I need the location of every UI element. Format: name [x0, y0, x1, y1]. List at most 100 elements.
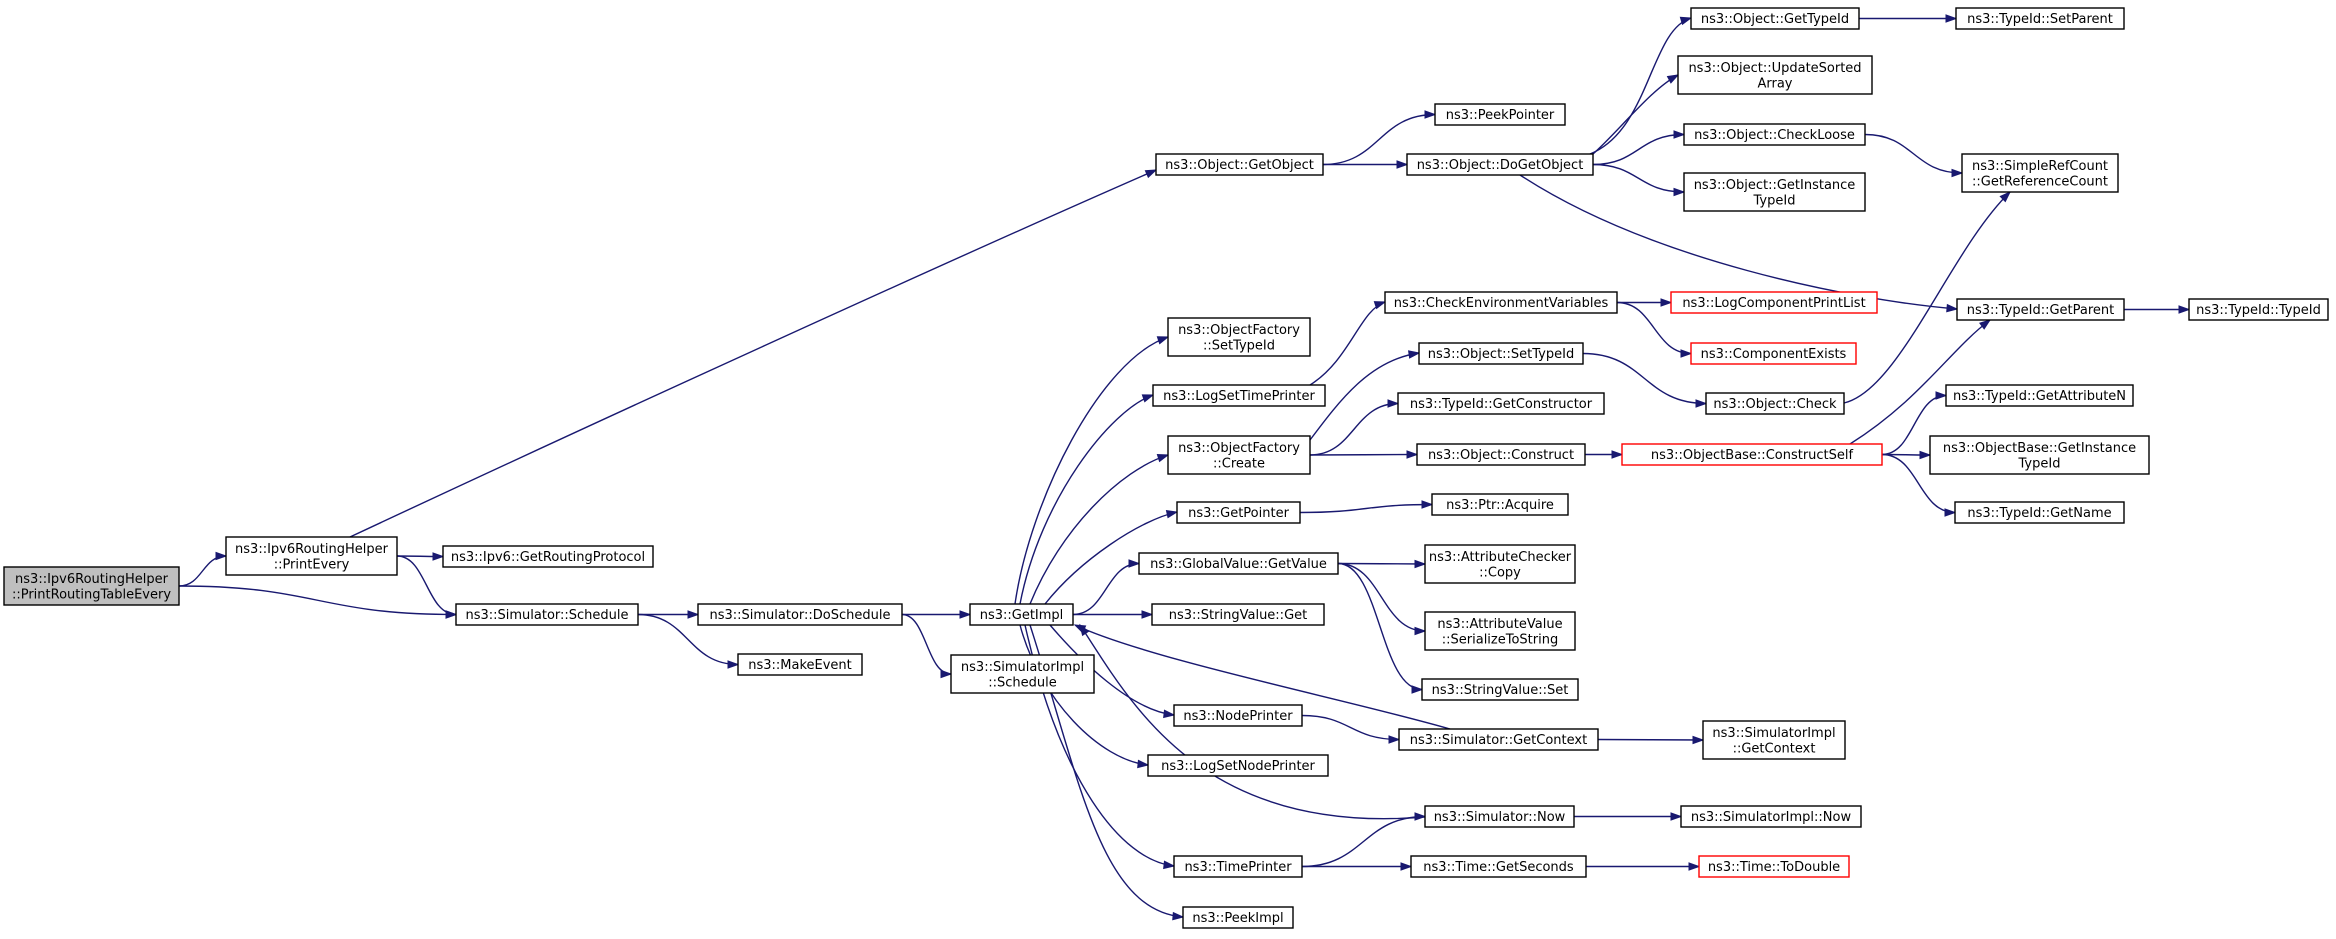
node-box[interactable]	[1424, 611, 1576, 651]
node-do-get-object[interactable]: ns3::Object::DoGetObject	[1406, 153, 1594, 176]
node-box[interactable]	[1155, 153, 1324, 176]
node-log-set-time-printer[interactable]: ns3::LogSetTimePrinter	[1152, 384, 1326, 407]
node-sim-now[interactable]: ns3::Simulator::Now	[1424, 805, 1575, 828]
node-obj-get-type-id[interactable]: ns3::Object::GetTypeId	[1690, 7, 1860, 30]
node-box[interactable]	[1961, 153, 2119, 193]
node-box[interactable]	[1945, 384, 2134, 407]
node-sim-impl-now[interactable]: ns3::SimulatorImpl::Now	[1680, 805, 1862, 828]
node-box[interactable]	[1424, 544, 1576, 584]
node-box[interactable]	[1929, 435, 2150, 475]
node-box[interactable]	[1683, 123, 1866, 146]
node-log-comp-print-list[interactable]: ns3::LogComponentPrintList	[1670, 291, 1878, 314]
node-type-id-set-parent[interactable]: ns3::TypeId::SetParent	[1955, 7, 2125, 30]
node-sim-get-context[interactable]: ns3::Simulator::GetContext	[1398, 728, 1599, 751]
node-peek-pointer[interactable]: ns3::PeekPointer	[1434, 103, 1566, 126]
node-type-id-get-constructor[interactable]: ns3::TypeId::GetConstructor	[1397, 392, 1605, 415]
node-box[interactable]	[1151, 603, 1325, 626]
node-box[interactable]	[3, 566, 180, 606]
node-box[interactable]	[1410, 855, 1587, 878]
node-box[interactable]	[697, 603, 903, 626]
node-type-id-type-id[interactable]: ns3::TypeId::TypeId	[2188, 298, 2329, 321]
node-box[interactable]	[1956, 298, 2125, 321]
node-check-env[interactable]: ns3::CheckEnvironmentVariables	[1384, 291, 1618, 314]
node-box[interactable]	[1705, 392, 1845, 415]
node-box[interactable]	[2188, 298, 2329, 321]
node-box[interactable]	[1182, 906, 1294, 929]
node-get-routing-protocol[interactable]: ns3::Ipv6::GetRoutingProtocol	[442, 545, 654, 568]
node-box[interactable]	[1384, 291, 1618, 314]
node-box[interactable]	[1702, 720, 1846, 760]
node-box[interactable]	[1421, 678, 1579, 701]
node-box[interactable]	[1698, 855, 1850, 878]
node-box[interactable]	[1621, 443, 1883, 466]
node-get-pointer[interactable]: ns3::GetPointer	[1176, 501, 1301, 524]
node-string-value-get[interactable]: ns3::StringValue::Get	[1151, 603, 1325, 626]
node-box[interactable]	[1683, 172, 1866, 212]
node-construct-self[interactable]: ns3::ObjectBase::ConstructSelf	[1621, 443, 1883, 466]
node-box[interactable]	[1418, 342, 1584, 365]
node-time-to-double[interactable]: ns3::Time::ToDouble	[1698, 855, 1850, 878]
node-box[interactable]	[1147, 754, 1329, 777]
node-peek-impl[interactable]: ns3::PeekImpl	[1182, 906, 1294, 929]
node-ptr-acquire[interactable]: ns3::Ptr::Acquire	[1431, 493, 1569, 516]
node-make-event[interactable]: ns3::MakeEvent	[737, 653, 863, 676]
node-box[interactable]	[225, 536, 398, 576]
node-box[interactable]	[1173, 855, 1303, 878]
node-obj-get-object[interactable]: ns3::Object::GetObject	[1155, 153, 1324, 176]
node-type-id-get-parent[interactable]: ns3::TypeId::GetParent	[1956, 298, 2125, 321]
node-get-impl[interactable]: ns3::GetImpl	[969, 603, 1074, 626]
node-type-id-get-name[interactable]: ns3::TypeId::GetName	[1954, 501, 2125, 524]
node-obj-factory-set-type-id[interactable]: ns3::ObjectFactory::SetTypeId	[1167, 317, 1311, 357]
node-attr-value-serialize[interactable]: ns3::AttributeValue::SerializeToString	[1424, 611, 1576, 651]
node-box[interactable]	[1677, 55, 1873, 95]
node-box[interactable]	[1138, 552, 1339, 575]
node-box[interactable]	[1431, 493, 1569, 516]
node-print-every[interactable]: ns3::Ipv6RoutingHelper::PrintEvery	[225, 536, 398, 576]
node-object-construct[interactable]: ns3::Object::Construct	[1416, 443, 1586, 466]
node-box[interactable]	[1397, 392, 1605, 415]
node-box[interactable]	[1424, 805, 1575, 828]
node-node-printer[interactable]: ns3::NodePrinter	[1173, 704, 1303, 727]
node-box[interactable]	[1176, 501, 1301, 524]
node-box[interactable]	[950, 654, 1095, 694]
node-global-get-value[interactable]: ns3::GlobalValue::GetValue	[1138, 552, 1339, 575]
node-box[interactable]	[1406, 153, 1594, 176]
node-box[interactable]	[737, 653, 863, 676]
node-component-exists[interactable]: ns3::ComponentExists	[1690, 342, 1857, 365]
node-string-value-set[interactable]: ns3::StringValue::Set	[1421, 678, 1579, 701]
node-box[interactable]	[1416, 443, 1586, 466]
node-time-get-seconds[interactable]: ns3::Time::GetSeconds	[1410, 855, 1587, 878]
node-box[interactable]	[1398, 728, 1599, 751]
node-box[interactable]	[1152, 384, 1326, 407]
node-do-schedule[interactable]: ns3::Simulator::DoSchedule	[697, 603, 903, 626]
node-box[interactable]	[1173, 704, 1303, 727]
node-schedule[interactable]: ns3::Simulator::Schedule	[455, 603, 639, 626]
node-get-attribute-n[interactable]: ns3::TypeId::GetAttributeN	[1945, 384, 2134, 407]
node-object-check[interactable]: ns3::Object::Check	[1705, 392, 1845, 415]
node-obj-factory-create[interactable]: ns3::ObjectFactory::Create	[1167, 435, 1311, 475]
node-box[interactable]	[969, 603, 1074, 626]
node-box[interactable]	[442, 545, 654, 568]
node-box[interactable]	[1680, 805, 1862, 828]
node-box[interactable]	[1167, 317, 1311, 357]
node-root[interactable]: ns3::Ipv6RoutingHelper::PrintRoutingTabl…	[3, 566, 180, 606]
node-sim-impl-get-context[interactable]: ns3::SimulatorImpl::GetContext	[1702, 720, 1846, 760]
node-simple-ref-count[interactable]: ns3::SimpleRefCount::GetReferenceCount	[1961, 153, 2119, 193]
node-sim-impl-schedule[interactable]: ns3::SimulatorImpl::Schedule	[950, 654, 1095, 694]
node-box[interactable]	[1670, 291, 1878, 314]
node-box[interactable]	[1167, 435, 1311, 475]
node-box[interactable]	[1955, 7, 2125, 30]
node-box[interactable]	[1434, 103, 1566, 126]
node-attr-checker-copy[interactable]: ns3::AttributeChecker::Copy	[1424, 544, 1576, 584]
node-box[interactable]	[1954, 501, 2125, 524]
node-log-set-node-printer[interactable]: ns3::LogSetNodePrinter	[1147, 754, 1329, 777]
node-time-printer[interactable]: ns3::TimePrinter	[1173, 855, 1303, 878]
node-box[interactable]	[1690, 7, 1860, 30]
node-box[interactable]	[455, 603, 639, 626]
node-check-loose[interactable]: ns3::Object::CheckLoose	[1683, 123, 1866, 146]
node-box[interactable]	[1690, 342, 1857, 365]
node-object-set-type-id[interactable]: ns3::Object::SetTypeId	[1418, 342, 1584, 365]
